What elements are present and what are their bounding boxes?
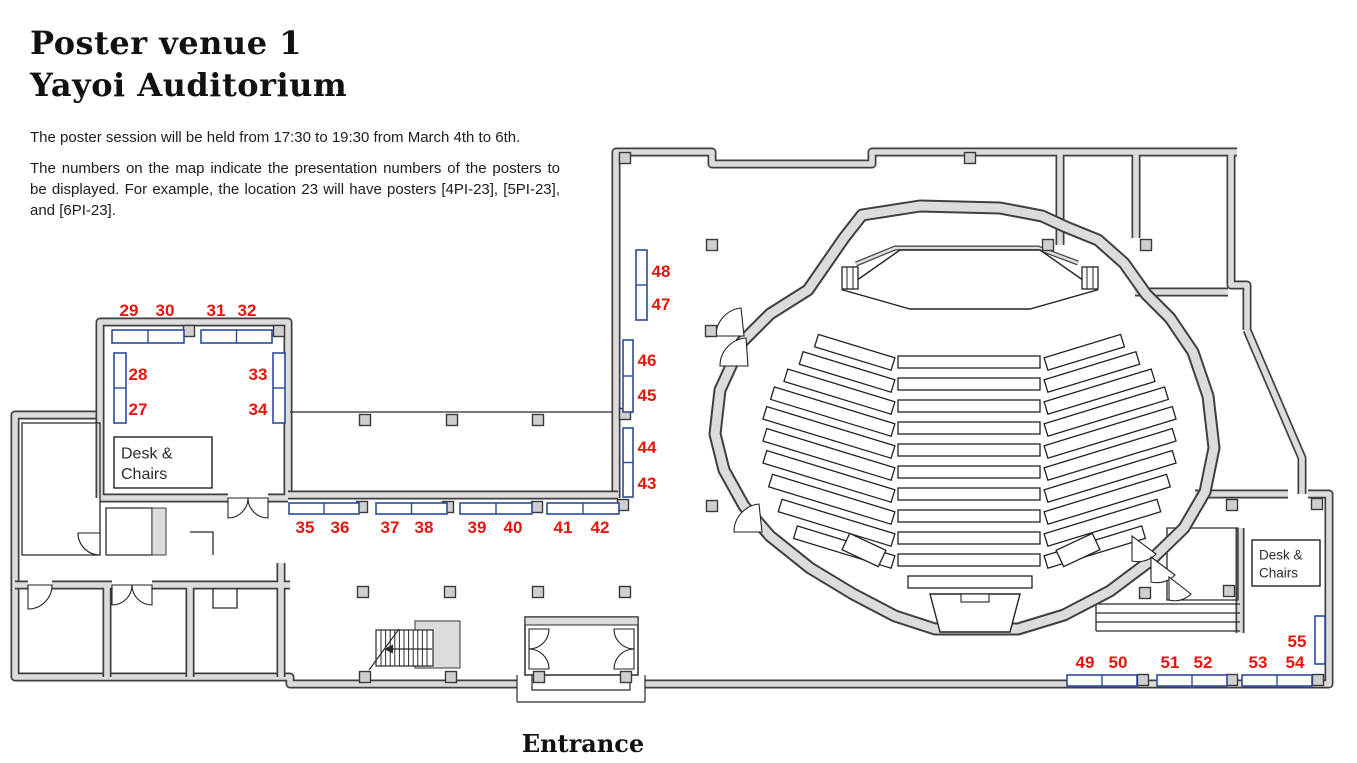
poster-number-label: 32 [238,301,257,320]
pillar-icon [1311,673,1325,687]
poster-number-labels: 29 30 31 32 28 27 33 34 35 36 37 38 39 40 41 42 48 47 46 45… [120,262,1307,672]
pillar-icon [531,413,545,427]
pillar-icon [1222,584,1236,598]
poster-number-label: 50 [1109,653,1128,672]
pillar-icon [358,670,372,684]
poster-number-label: 42 [591,518,610,537]
pillar-icon [182,324,196,338]
pillar-icon [705,499,719,513]
poster-number-label: 35 [296,518,315,537]
pillar-icon [445,413,459,427]
pillar-icon [618,585,632,599]
desk-chairs-label: Chairs [121,466,167,483]
desk-chairs-label: Desk & [121,445,173,462]
poster-number-label: 53 [1249,653,1268,672]
poster-number-label: 37 [381,518,400,537]
auditorium-seat-rows [762,333,1177,589]
poster-number-label: 45 [638,386,657,405]
door-leaves [27,307,1192,610]
desk-chairs-label: Desk & [1259,547,1303,562]
desk-chairs-box [1251,539,1321,587]
pillar-icon [532,670,546,684]
pillar-icon [963,151,977,165]
pillar-icon [1138,586,1152,600]
pillar-icon [530,500,544,514]
poster-number-label: 28 [129,365,148,384]
desk-chairs-label: Chairs [1259,566,1298,581]
poster-number-label: 51 [1161,653,1180,672]
poster-boards [111,249,1326,687]
pillar-icon [1225,673,1239,687]
pillars [182,151,1325,687]
poster-number-label: 31 [207,301,226,320]
poster-number-label: 34 [249,400,268,419]
auditorium-hall [708,199,1221,636]
pillar-icon [443,585,457,599]
pillar-icon [618,151,632,165]
pillar-icon [1139,238,1153,252]
map-explanation-paragraph: The numbers on the map indicate the pres… [30,160,560,219]
pillar-icon [1225,498,1239,512]
pillar-icon [619,670,633,684]
session-time-paragraph: The poster session will be held from 17:… [30,129,521,146]
poster-number-label: 52 [1194,653,1213,672]
poster-number-label: 47 [652,295,671,314]
pillar-icon [444,670,458,684]
pillar-icon [272,324,286,338]
poster-number-label: 40 [504,518,523,537]
entrance-label: Entrance [522,729,644,758]
poster-number-label: 33 [249,365,268,384]
pillar-icon [1310,497,1324,511]
poster-number-label: 49 [1076,653,1095,672]
poster-number-label: 44 [638,438,657,457]
page-title-line1: Poster venue 1 [30,24,302,62]
page-title-line2: Yayoi Auditorium [30,66,348,104]
poster-number-label: 43 [638,474,657,493]
pillar-icon [1041,238,1055,252]
poster-board [1314,615,1326,665]
pillar-icon [1136,673,1150,687]
poster-number-label: 30 [156,301,175,320]
poster-number-label: 48 [652,262,671,281]
header-text-block: Poster venue 1 Yayoi Auditorium The post… [30,22,560,221]
poster-number-label: 54 [1286,653,1305,672]
pillar-icon [531,585,545,599]
desk-chairs-box [113,436,213,489]
poster-number-label: 36 [331,518,350,537]
poster-number-label: 46 [638,351,657,370]
poster-number-label: 38 [415,518,434,537]
pillar-icon [356,585,370,599]
poster-number-label: 29 [120,301,139,320]
pillar-icon [704,324,718,338]
pillar-icon [705,238,719,252]
poster-number-label: 55 [1288,632,1307,651]
pillar-icon [358,413,372,427]
entrance-vestibule [516,616,646,703]
stairs-icon [368,620,461,671]
stage-podium [929,593,1021,633]
poster-number-label: 39 [468,518,487,537]
poster-number-label: 41 [554,518,573,537]
stage [841,249,1099,310]
poster-number-label: 27 [129,400,148,419]
